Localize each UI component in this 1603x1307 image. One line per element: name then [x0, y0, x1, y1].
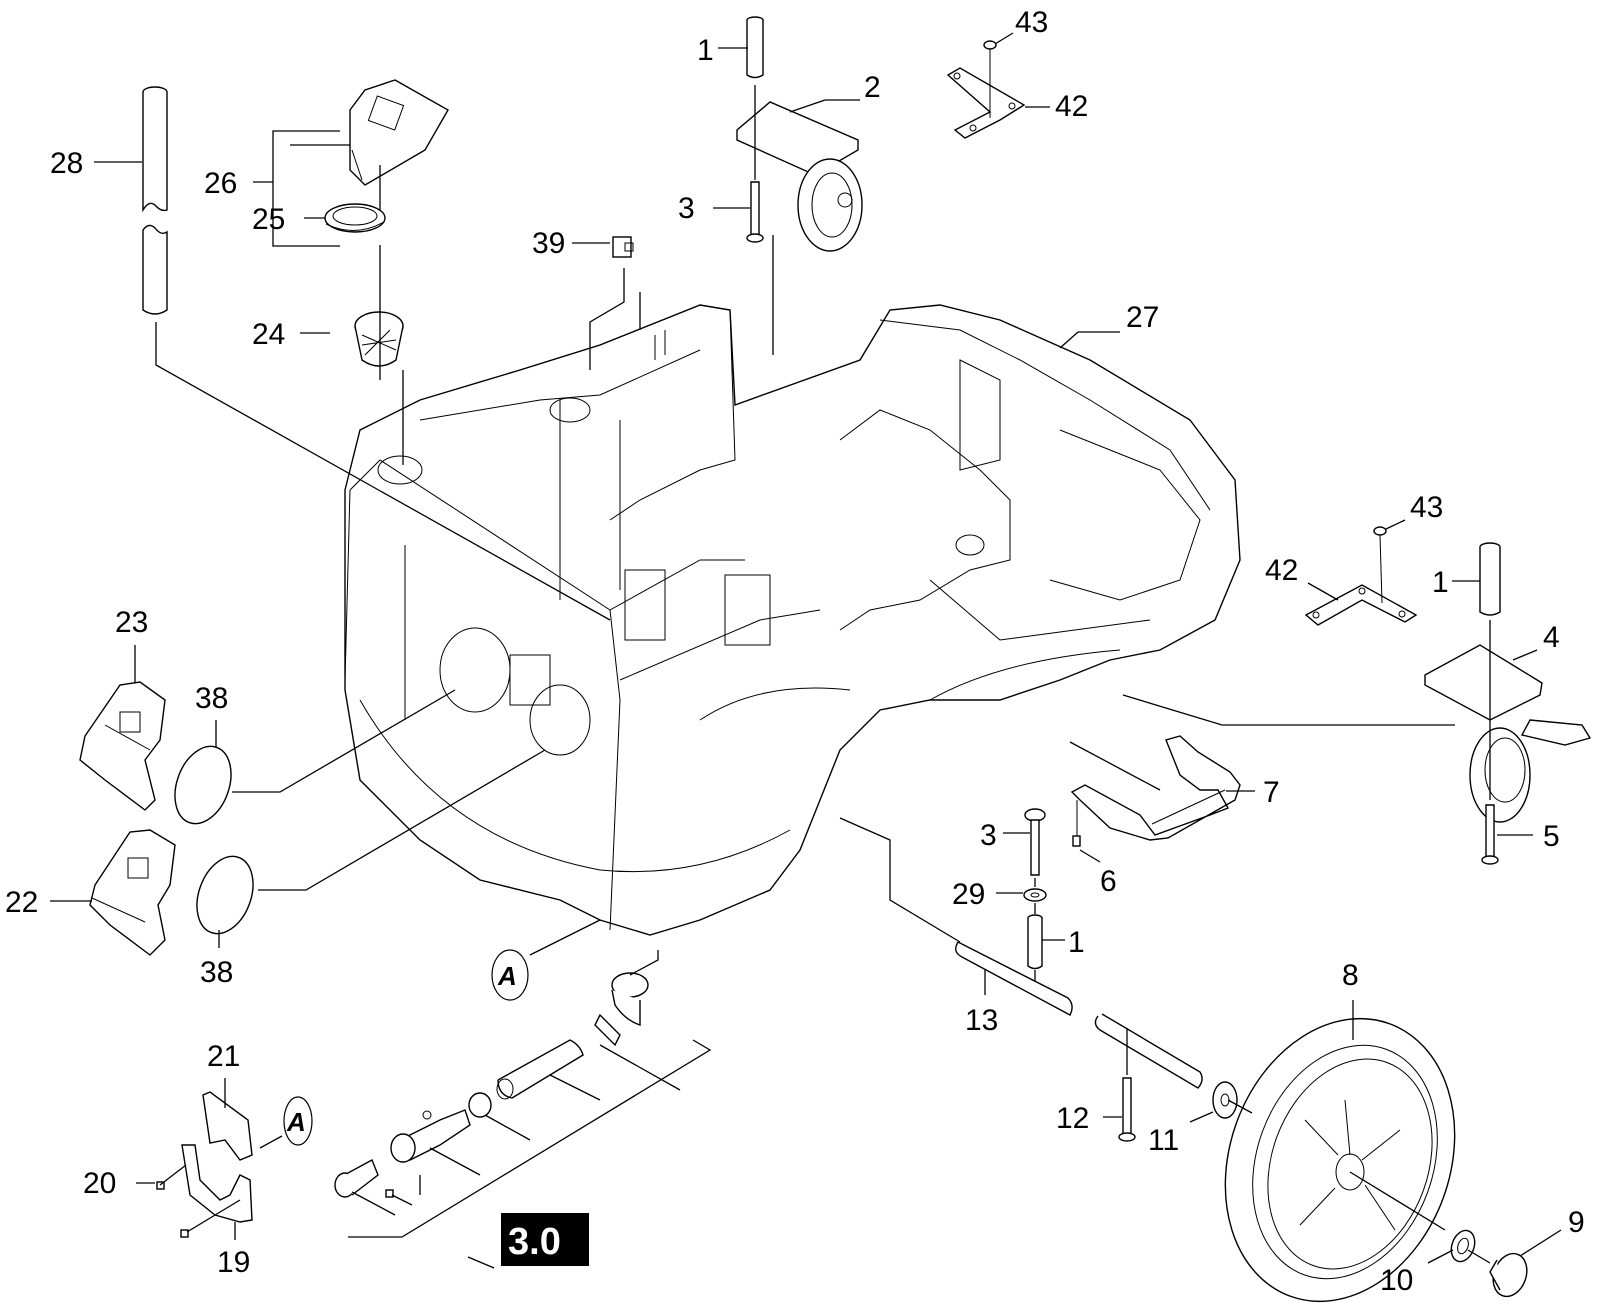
callout-27: 27 — [1126, 301, 1159, 334]
callout-labels: 1 2 3 43 42 28 26 25 24 39 27 43 42 1 4 … — [5, 6, 1585, 1297]
callout-20: 20 — [83, 1167, 116, 1200]
part-26-cap — [349, 79, 449, 186]
part-29-washer — [1023, 888, 1047, 902]
svg-text:A: A — [497, 961, 517, 991]
chassis-base — [344, 304, 1241, 936]
callout-24: 24 — [252, 318, 285, 351]
callout-26: 26 — [204, 167, 237, 200]
callout-25: 25 — [252, 203, 285, 236]
part-11-washer — [1212, 1081, 1238, 1119]
callout-2: 2 — [864, 71, 881, 104]
part-3-bolt-top — [746, 181, 764, 243]
callout-7: 7 — [1263, 776, 1280, 809]
part-1-pin-top — [746, 16, 764, 79]
part-38-o-ring-upper — [174, 745, 232, 825]
callout-3-top: 3 — [678, 192, 695, 225]
part-4-swivel-caster — [1424, 644, 1592, 823]
part-6-screw — [1072, 800, 1081, 847]
part-13-axle-right — [1094, 1013, 1203, 1089]
part-22-cover-flap — [89, 829, 176, 956]
callout-43-top: 43 — [1015, 6, 1048, 39]
callout-29: 29 — [952, 878, 985, 911]
callout-6: 6 — [1100, 865, 1117, 898]
callout-28: 28 — [50, 147, 83, 180]
part-42-bracket-right — [1304, 584, 1418, 626]
reference-marker-a-bracket: A — [283, 1096, 313, 1146]
callout-5: 5 — [1543, 820, 1560, 853]
callout-1-right: 1 — [1432, 566, 1449, 599]
callout-19: 19 — [217, 1246, 250, 1279]
part-23-cover-flap — [79, 681, 166, 811]
svg-text:3.0: 3.0 — [508, 1221, 561, 1263]
callout-11: 11 — [1148, 1124, 1179, 1157]
part-2-fixed-caster — [736, 101, 863, 252]
svg-text:A: A — [286, 1107, 306, 1137]
part-drain-elbow — [594, 972, 649, 1047]
callout-42-top: 42 — [1055, 90, 1088, 123]
callout-1-sleeve: 1 — [1068, 926, 1085, 959]
part-8-wheel — [1224, 1017, 1456, 1303]
part-21-cover-plate — [202, 1091, 253, 1161]
callout-1-top: 1 — [697, 34, 714, 67]
callout-13: 13 — [965, 1004, 998, 1037]
part-7-handle — [1070, 735, 1241, 841]
part-10-retaining-washer — [1450, 1229, 1476, 1263]
callout-12: 12 — [1056, 1102, 1089, 1135]
part-43-screw-right — [1373, 526, 1387, 604]
part-13-axle — [955, 941, 1073, 1016]
callout-38-upper: 38 — [195, 682, 228, 715]
callout-23: 23 — [115, 606, 148, 639]
part-43-screw-top — [983, 40, 997, 118]
part-drain-hose — [496, 1039, 584, 1100]
callout-21: 21 — [207, 1040, 240, 1073]
callout-9: 9 — [1568, 1206, 1585, 1239]
part-25-threaded-ring — [324, 203, 386, 233]
callout-10: 10 — [1380, 1264, 1413, 1297]
part-hose-clamp — [468, 1092, 492, 1118]
part-39-clip — [612, 236, 634, 258]
part-5-bolt — [1481, 804, 1499, 865]
callout-43-right: 43 — [1410, 491, 1443, 524]
part-drain-valve — [390, 1109, 471, 1163]
part-1-sleeve — [1027, 914, 1043, 970]
part-1-pin-right — [1479, 542, 1501, 616]
part-24-strainer — [354, 311, 404, 367]
callout-22: 22 — [5, 886, 38, 919]
leader-lines — [50, 32, 1562, 1269]
part-42-bracket-top — [946, 67, 1026, 139]
callout-8: 8 — [1342, 959, 1359, 992]
callout-38-lower: 38 — [200, 956, 233, 989]
reference-marker-a-drain: A — [491, 949, 529, 1001]
callout-39: 39 — [532, 227, 565, 260]
part-20-screws — [156, 1181, 189, 1238]
part-9-hub-cap — [1489, 1252, 1528, 1298]
callout-42-right: 42 — [1265, 554, 1298, 587]
part-12-axle-bolt — [1118, 1077, 1136, 1142]
callout-3-mid: 3 — [980, 819, 997, 852]
part-3-bolt-mid — [1024, 808, 1046, 876]
part-38-o-ring-lower — [196, 855, 254, 935]
section-badge: 3.0 — [501, 1213, 589, 1266]
callout-4: 4 — [1543, 621, 1560, 654]
part-drain-strainer — [334, 1159, 379, 1198]
part-drain-screw — [385, 1189, 394, 1198]
part-28-tube — [142, 86, 168, 315]
